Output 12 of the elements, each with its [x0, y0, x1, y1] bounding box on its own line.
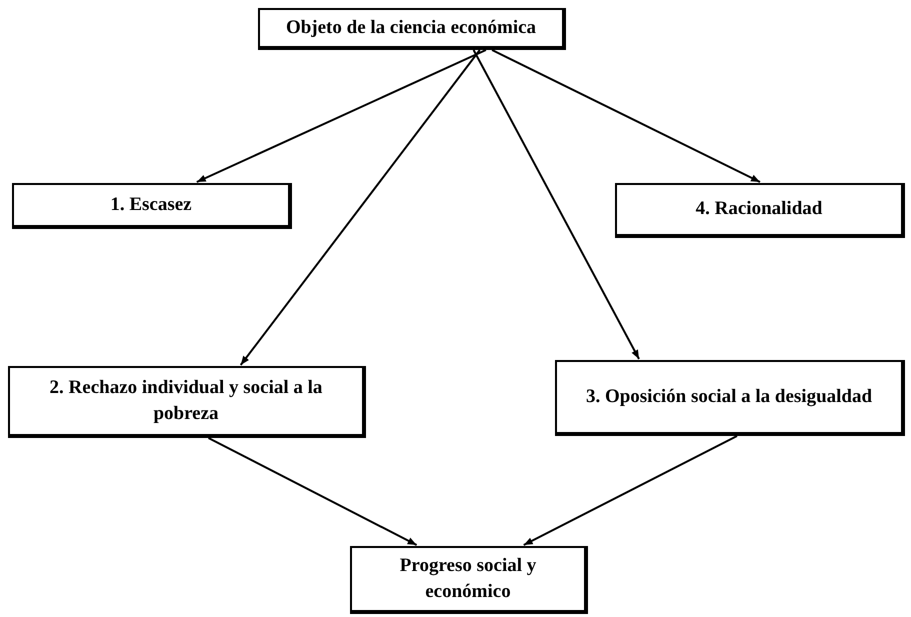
- arrow: [208, 437, 418, 546]
- arrow: [472, 50, 640, 360]
- concept-box: 1. Escasez: [12, 183, 292, 229]
- arrow: [196, 49, 486, 183]
- concept-box: Objeto de la ciencia económica: [258, 8, 566, 50]
- concept-box: Progreso social y económico: [350, 546, 588, 614]
- arrow: [492, 49, 760, 183]
- arrow: [523, 435, 738, 546]
- concept-box: 4. Racionalidad: [615, 183, 905, 238]
- arrow: [240, 49, 481, 366]
- concept-box: 3. Oposición social a la desigualdad: [555, 360, 905, 436]
- concept-box: 2. Rechazo individual y social a la pobreza: [8, 366, 366, 438]
